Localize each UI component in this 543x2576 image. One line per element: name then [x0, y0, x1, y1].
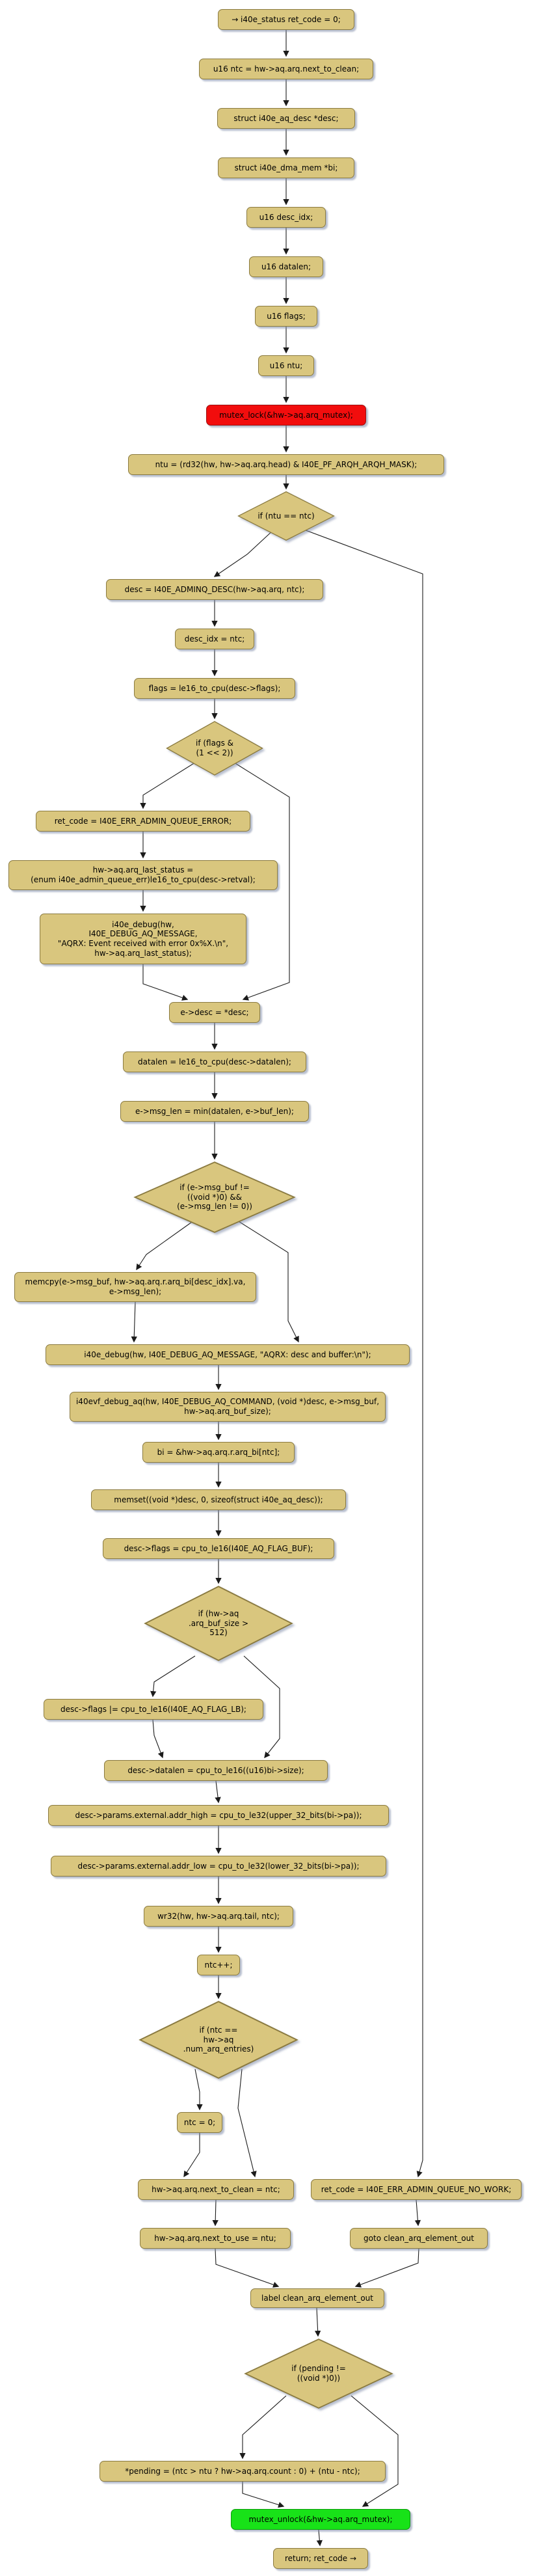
node-memset-desc: memset((void *)desc, 0, sizeof(struct i4… — [91, 1489, 346, 1510]
decision-arq-buf-size: if (hw->aq .arq_buf_size > 512) — [144, 1586, 293, 1661]
flow-edge — [414, 2199, 421, 2227]
flow-edge — [314, 2307, 321, 2337]
node-set-ret-code-no-work: ret_code = I40E_ERR_ADMIN_QUEUE_NO_WORK; — [311, 2179, 522, 2200]
node-set-next-to-use: hw->aq.arq.next_to_use = ntu; — [140, 2228, 291, 2249]
node-set-flag-lb: desc->flags |= cpu_to_le16(I40E_AQ_FLAG_… — [44, 1699, 263, 1720]
diamond-shape — [244, 2339, 393, 2409]
node-decl-desc-idx: u16 desc_idx; — [246, 207, 326, 228]
node-set-ret-code-error: ret_code = I40E_ERR_ADMIN_QUEUE_ERROR; — [36, 811, 250, 832]
node-label-clean-out: label clean_arq_element_out — [250, 2288, 384, 2308]
node-set-addr-high: desc->params.external.addr_high = cpu_to… — [48, 1805, 389, 1826]
node-decl-ntu: u16 ntu; — [258, 355, 314, 376]
decision-label: if (hw->aq .arq_buf_size > 512) — [188, 1609, 249, 1638]
node-read-arq-head: ntu = (rd32(hw, hw->aq.arq.head) & I40E_… — [128, 454, 444, 475]
node-memcpy-msg-buf: memcpy(e->msg_buf, hw->aq.arq.r.arq_bi[d… — [14, 1272, 256, 1302]
node-set-next-to-clean: hw->aq.arq.next_to_clean = ntc; — [138, 2179, 294, 2200]
node-decl-flags: u16 flags; — [255, 306, 317, 327]
decision-label: if (flags & (1 << 2)) — [195, 739, 233, 757]
node-debug-error-event: i40e_debug(hw, I40E_DEBUG_AQ_MESSAGE, "A… — [40, 914, 246, 964]
flow-edge — [354, 2248, 419, 2288]
node-get-desc: desc = I40E_ADMINQ_DESC(hw->aq.arq, ntc)… — [106, 579, 323, 600]
flow-edge — [316, 2529, 323, 2547]
node-debug-desc-buffer: i40e_debug(hw, I40E_DEBUG_AQ_MESSAGE, "A… — [46, 1344, 410, 1365]
flow-edge — [215, 1780, 221, 1804]
node-entry-ret-code-init: → i40e_status ret_code = 0; — [218, 9, 354, 30]
flow-edge — [183, 2133, 200, 2178]
node-increment-ntc: ntc++; — [197, 1955, 240, 1975]
decision-label: if (ntc == hw->aq .num_arq_entries) — [183, 2026, 254, 2054]
node-set-msg-len: e->msg_len = min(datalen, e->buf_len); — [120, 1101, 309, 1122]
decision-msg-buf: if (e->msg_buf != ((void *)0) && (e->msg… — [133, 1161, 296, 1233]
node-set-pending: *pending = (ntc > ntu ? hw->aq.arq.count… — [99, 2461, 386, 2482]
decision-flags-error-bit: if (flags & (1 << 2)) — [166, 721, 263, 776]
flow-edge — [142, 964, 189, 1001]
node-decl-bi: struct i40e_dma_mem *bi; — [218, 157, 354, 178]
decision-label: if (pending != ((void *)0)) — [291, 2364, 346, 2383]
node-debug-aq-command: i40evf_debug_aq(hw, I40E_DEBUG_AQ_COMMAN… — [70, 1392, 386, 1422]
flow-edge — [242, 2482, 285, 2508]
flow-edge — [212, 2199, 219, 2227]
decision-ntc-wrap: if (ntc == hw->aq .num_arq_entries) — [139, 2001, 298, 2079]
node-goto-clean-out: goto clean_arq_element_out — [350, 2228, 488, 2249]
node-decl-datalen: u16 datalen; — [249, 256, 323, 277]
node-decl-ntc: u16 ntc = hw->aq.arq.next_to_clean; — [199, 59, 373, 79]
node-reset-ntc: ntc = 0; — [177, 2112, 222, 2133]
diamond-shape — [139, 2001, 298, 2079]
flow-edge — [351, 2395, 399, 2507]
node-set-datalen: desc->datalen = cpu_to_le16((u16)bi->siz… — [104, 1760, 328, 1781]
diamond-shape — [133, 1161, 296, 1233]
node-get-bi: bi = &hw->aq.arq.r.arq_bi[ntc]; — [142, 1442, 295, 1463]
flow-edge — [215, 2248, 280, 2288]
decision-label: if (e->msg_buf != ((void *)0) && (e->msg… — [177, 1183, 252, 1212]
node-decl-desc: struct i40e_aq_desc *desc; — [217, 108, 355, 129]
node-read-datalen: datalen = le16_to_cpu(desc->datalen); — [123, 1051, 306, 1072]
flow-edge — [152, 1719, 164, 1759]
node-set-flag-buf: desc->flags = cpu_to_le16(I40E_AQ_FLAG_B… — [103, 1538, 334, 1559]
diamond-shape — [166, 721, 263, 776]
decision-label: if (ntu == ntc) — [258, 511, 315, 521]
node-mutex-lock: mutex_lock(&hw->aq.arq_mutex); — [206, 405, 366, 426]
flow-edge — [150, 1655, 196, 1698]
flow-edge — [237, 2068, 257, 2178]
node-copy-desc: e->desc = *desc; — [169, 1002, 260, 1023]
node-set-arq-last-status: hw->aq.arq_last_status = (enum i40e_admi… — [8, 860, 278, 890]
node-write-tail: wr32(hw, hw->aq.arq.tail, ntc); — [144, 1906, 293, 1927]
node-return: return; ret_code → — [273, 2548, 368, 2569]
decision-ntu-eq-ntc: if (ntu == ntc) — [237, 491, 335, 541]
diamond-shape — [144, 1586, 293, 1661]
node-set-desc-idx: desc_idx = ntc; — [175, 629, 254, 649]
flow-edge — [131, 1301, 137, 1343]
decision-pending: if (pending != ((void *)0)) — [244, 2339, 393, 2409]
node-read-flags: flags = le16_to_cpu(desc->flags); — [134, 678, 295, 699]
node-mutex-unlock: mutex_unlock(&hw->aq.arq_mutex); — [231, 2509, 410, 2530]
diamond-shape — [237, 491, 335, 541]
node-set-addr-low: desc->params.external.addr_low = cpu_to_… — [51, 1856, 386, 1877]
